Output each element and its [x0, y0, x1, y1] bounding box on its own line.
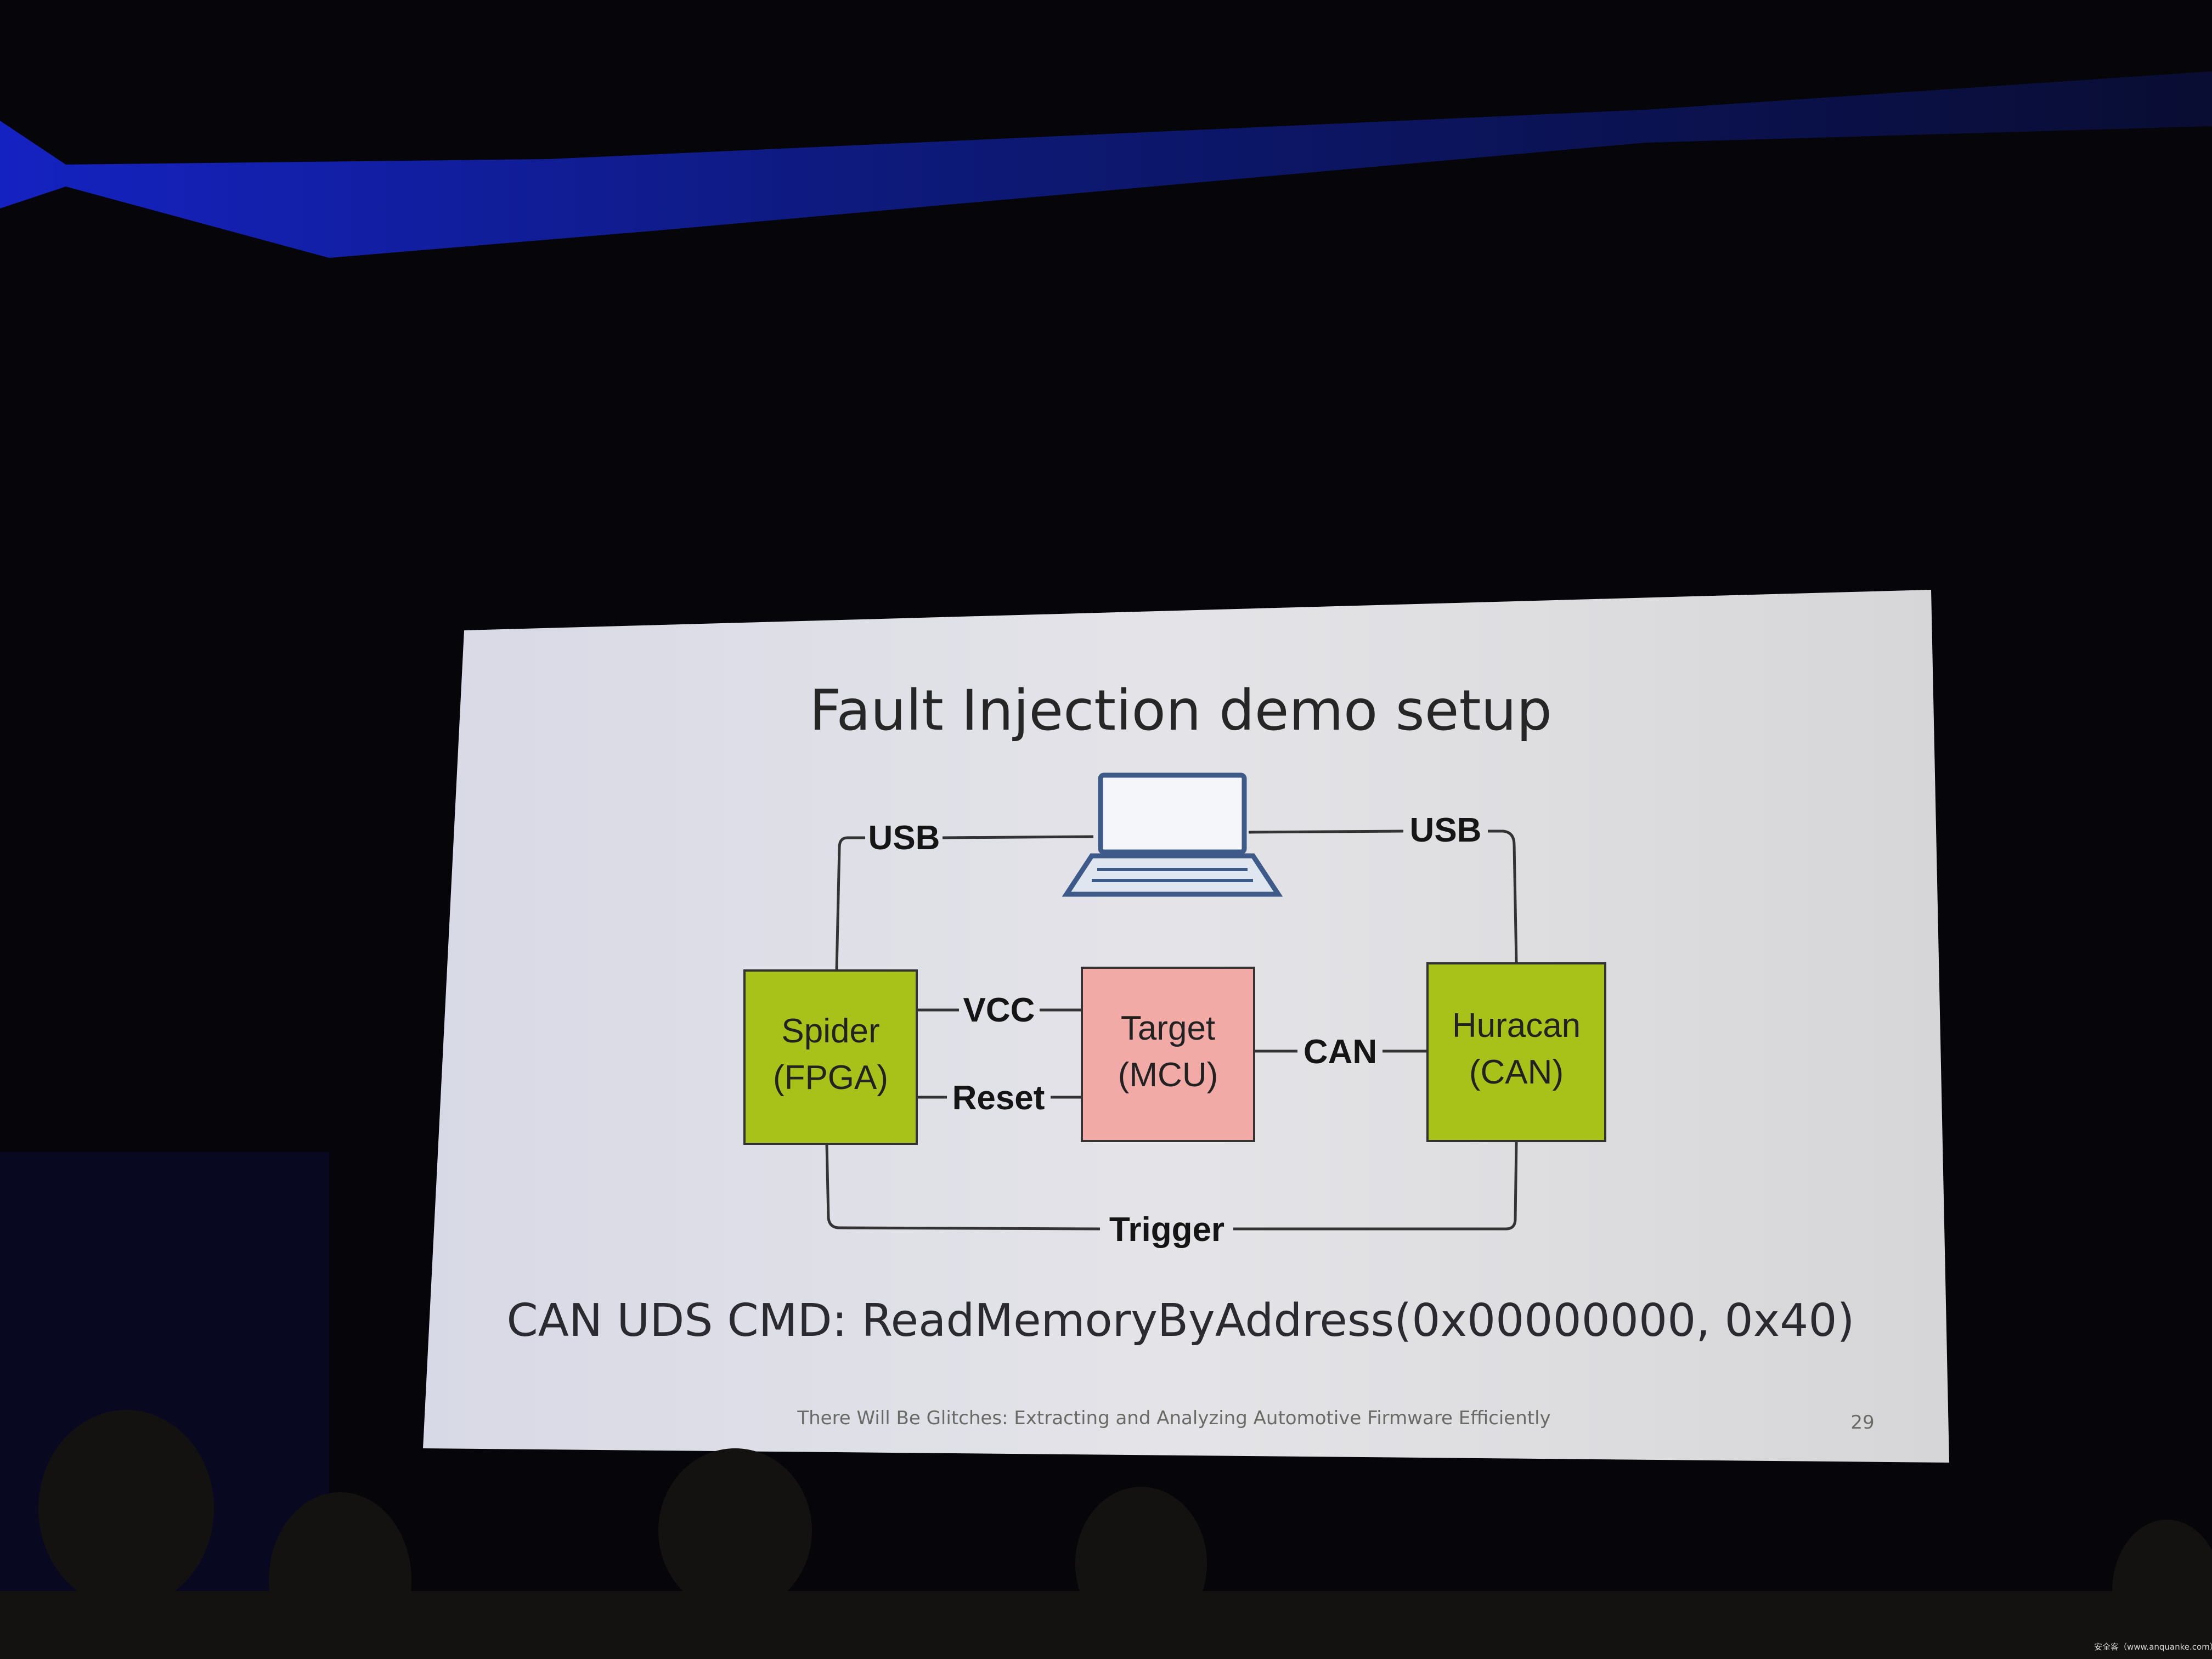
- command-value: ReadMemoryByAddress(0x00000000, 0x40): [861, 1295, 1854, 1347]
- page-number: 29: [1850, 1412, 1874, 1434]
- target-mcu-box: Target (MCU): [1081, 967, 1255, 1142]
- svg-text:(CAN): (CAN): [1469, 1053, 1564, 1091]
- svg-text:(MCU): (MCU): [1118, 1056, 1218, 1094]
- slide: Fault Injection demo setup USB USB VCC R…: [423, 590, 1949, 1463]
- command-text: CAN UDS CMD: ReadMemoryByAddress(0x00000…: [507, 1295, 1855, 1347]
- reset-label: Reset: [952, 1079, 1045, 1117]
- watermark: 安全客（www.anquanke.com）: [2094, 1642, 2212, 1652]
- ceiling-light: [0, 71, 2212, 258]
- slide-footer: There Will Be Glitches: Extracting and A…: [797, 1407, 1550, 1429]
- trigger-label: Trigger: [1109, 1211, 1224, 1249]
- spider-fpga-box: Spider (FPGA): [743, 969, 918, 1145]
- huracan-can-box: Huracan (CAN): [1426, 962, 1606, 1142]
- usb-left-label: USB: [868, 819, 940, 857]
- svg-text:(FPGA): (FPGA): [773, 1059, 888, 1097]
- audience-silhouettes: [0, 1410, 2212, 1659]
- svg-text:Spider: Spider: [781, 1012, 879, 1050]
- svg-text:Huracan: Huracan: [1452, 1007, 1581, 1045]
- svg-text:Target: Target: [1121, 1009, 1215, 1047]
- command-label: CAN UDS CMD:: [507, 1295, 848, 1347]
- laptop-icon: [1062, 772, 1283, 897]
- connection-lines: [825, 830, 1518, 1231]
- can-label: CAN: [1304, 1033, 1377, 1071]
- usb-right-label: USB: [1410, 811, 1482, 849]
- vcc-label: VCC: [963, 991, 1035, 1029]
- slide-title: Fault Injection demo setup: [809, 678, 1552, 743]
